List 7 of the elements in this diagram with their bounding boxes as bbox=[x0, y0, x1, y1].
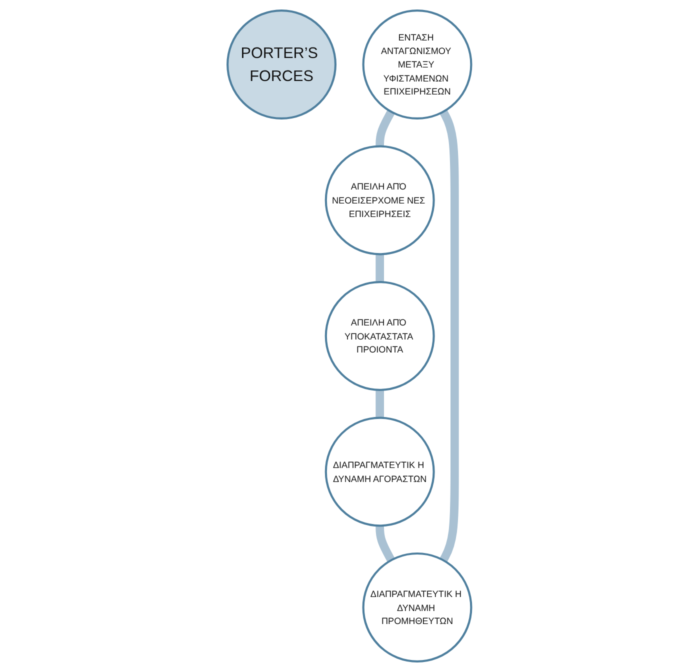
node-circle: ΔΙΑΠΡΑΓΜΑΤΕΥΤΙΚ Η ΔΥΝΑΜΗ ΑΓΟΡΑΣΤΩΝ bbox=[324, 416, 435, 527]
node-circle: ΔΙΑΠΡΑΓΜΑΤΕΥΤΙΚ Η ΔΥΝΑΜΗ ΠΡΟΜΗΘΕΥΤΩΝ bbox=[362, 552, 472, 662]
node-circle: PORTER’S FORCES bbox=[226, 10, 337, 120]
node-circle: ΑΠΕΙΛΗ ΑΠΌ ΝΕΟΕΙΣΕΡΧΟΜΕ ΝΕΣ ΕΠΙΧΕΙΡΗΣΕΙΣ bbox=[324, 145, 435, 256]
node-circle: ΑΠΕΙΛΗ ΑΠΌ ΥΠΟΚΑΤΑΣΤΑΤΑ ΠΡΟΙΟΝΤΑ bbox=[324, 281, 435, 391]
connector bbox=[440, 110, 459, 562]
node-circle: ΕΝΤΑΣΗ ΑΝΤΑΓΩΝΙΣΜΟΥ ΜΕΤΑΞΥ ΥΦΙΣΤΑΜΕΝΩΝ ΕΠΙΧΕΙΡΗΣΕΩΝ bbox=[362, 10, 472, 120]
